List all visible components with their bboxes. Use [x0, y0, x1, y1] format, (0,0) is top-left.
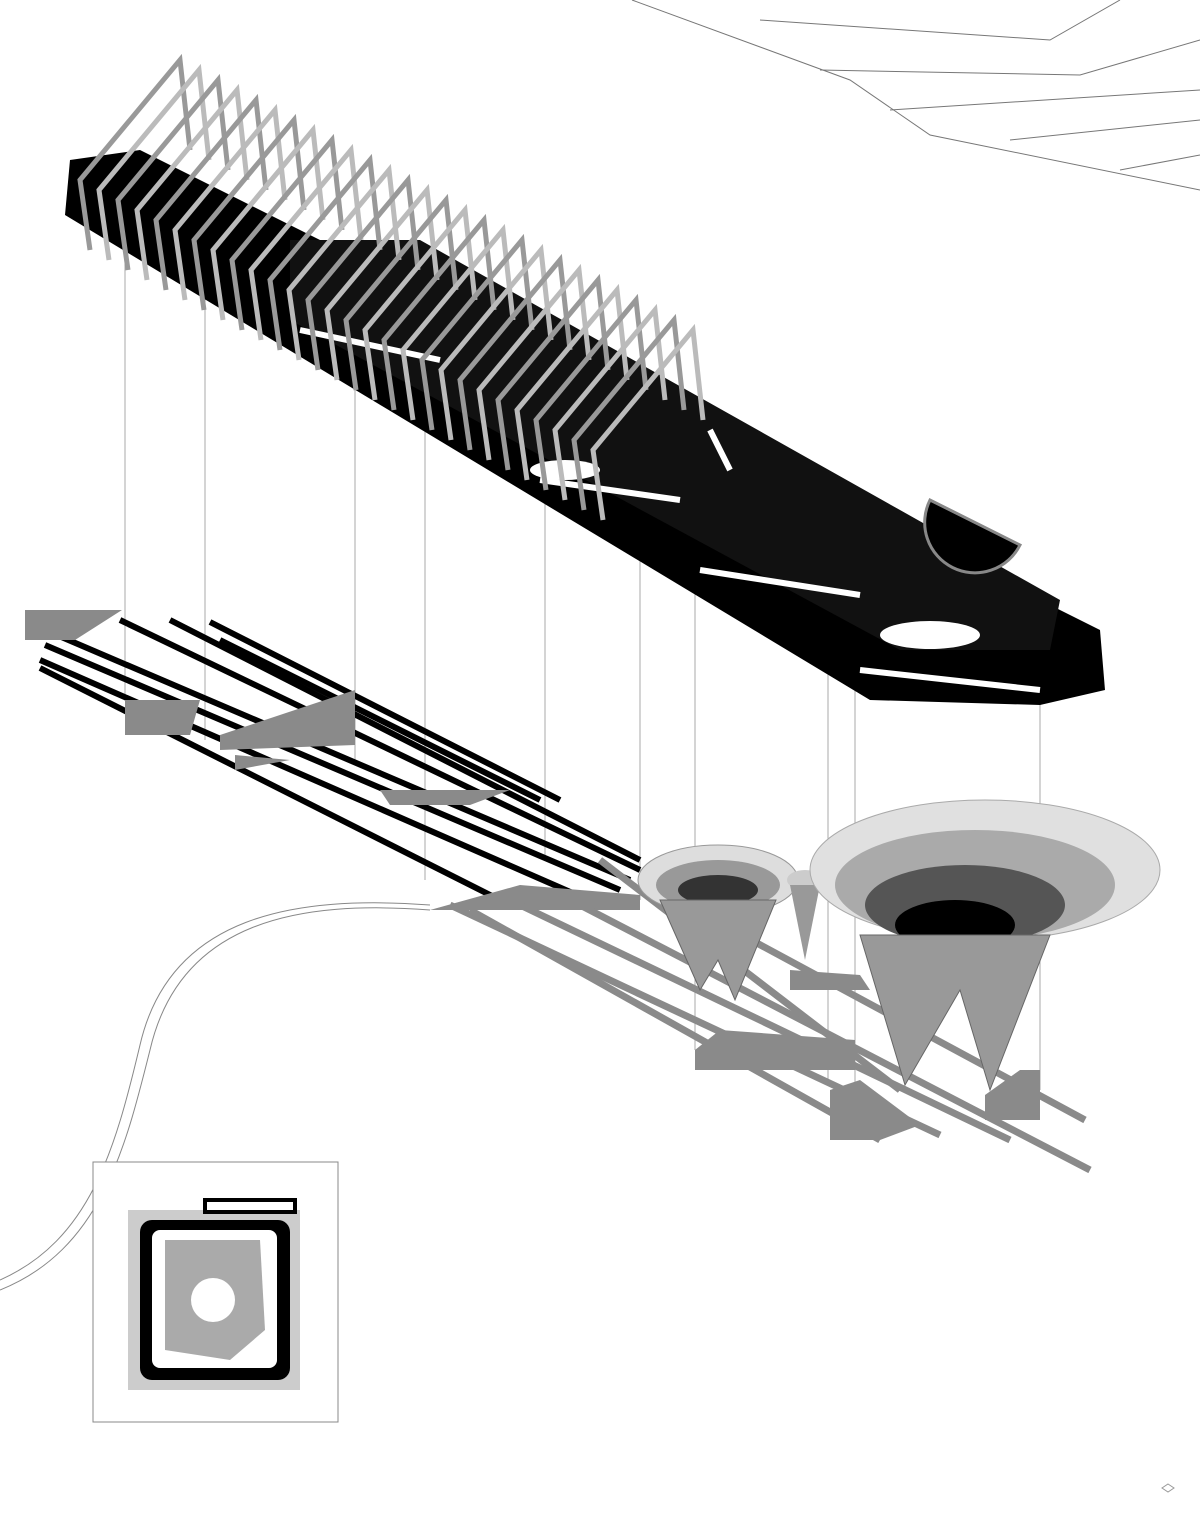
funnel-large [809, 799, 1161, 1092]
slab-line [43, 642, 622, 893]
rib [191, 113, 307, 311]
slab-line [38, 665, 502, 903]
rib [438, 243, 554, 441]
slab-line [168, 617, 642, 863]
rib [419, 233, 535, 431]
rib [533, 293, 649, 491]
context-lines-top-right [631, 0, 1200, 191]
slab-line [208, 619, 562, 803]
funnel-small [637, 844, 799, 1002]
rib [172, 103, 288, 301]
rib [229, 133, 345, 331]
rib [381, 213, 497, 411]
rib [115, 73, 231, 271]
rib [267, 153, 383, 351]
rib [552, 303, 668, 501]
rib [77, 53, 193, 251]
rib [248, 143, 364, 341]
logo-mark [1161, 1483, 1175, 1493]
rib [514, 283, 630, 481]
rib [457, 253, 573, 451]
rib [153, 93, 269, 291]
rib [305, 173, 421, 371]
rib [495, 273, 611, 471]
slab-line [43, 627, 632, 883]
rib [96, 63, 212, 261]
grey-ribs [77, 53, 706, 521]
grey-slab-line [468, 906, 882, 1144]
rib [343, 193, 459, 391]
grey-plates [25, 610, 640, 910]
rib [571, 313, 687, 511]
slab-line [218, 637, 542, 803]
connecting-curves [0, 902, 431, 1291]
rib [362, 203, 478, 401]
black-slab-lines [38, 617, 642, 908]
rib [210, 123, 326, 321]
rib [286, 163, 402, 361]
grey-slab-line [518, 901, 1012, 1144]
rib [400, 223, 516, 421]
rib [590, 323, 706, 521]
lower-grey-plates [695, 970, 1040, 1140]
rib [324, 183, 440, 381]
rib [476, 263, 592, 461]
slab-line [118, 617, 642, 873]
plan-inset [92, 1161, 339, 1423]
rib [134, 83, 250, 281]
